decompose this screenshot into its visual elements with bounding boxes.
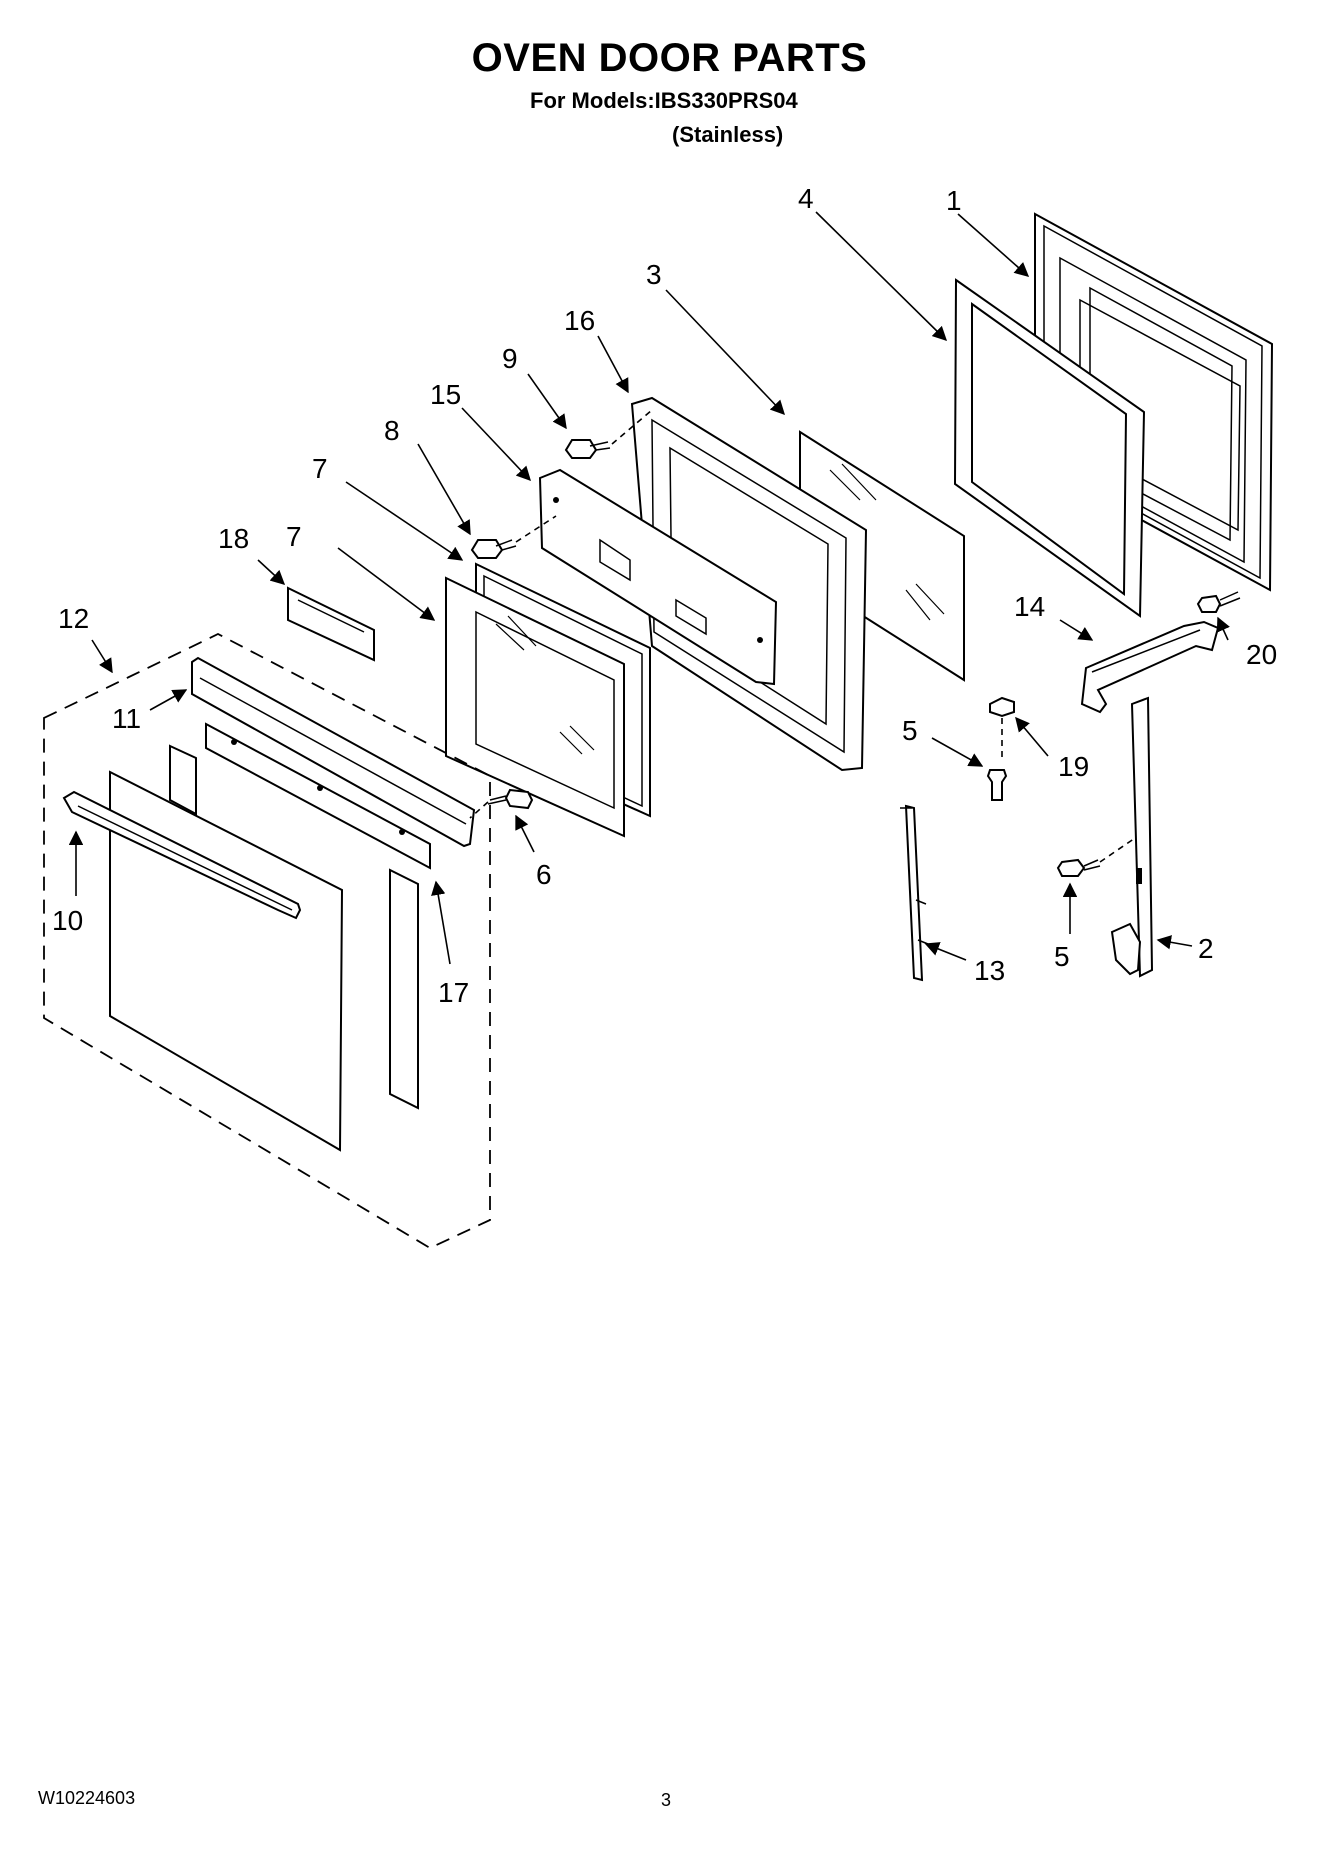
outer-door-glass <box>109 770 344 1152</box>
callout-16: 16 <box>564 305 595 336</box>
models-line: For Models:IBS330PRS04 <box>530 88 798 113</box>
part-18-bracket <box>287 586 375 662</box>
part-12-door-assembly-outline <box>43 632 491 1250</box>
part-5-screw-lower <box>1056 835 1139 877</box>
callout-7-lower: 7 <box>286 521 302 552</box>
part-20-screw <box>1196 591 1241 613</box>
callout-17: 17 <box>438 977 469 1008</box>
callout-4: 4 <box>798 183 814 214</box>
callout-9: 9 <box>502 343 518 374</box>
callout-8: 8 <box>384 415 400 446</box>
part-6-screw <box>469 788 534 819</box>
finish-line: (Stainless) <box>672 122 784 147</box>
callout-14: 14 <box>1014 591 1045 622</box>
part-19-clip <box>989 696 1015 762</box>
part-13-hinge-receiver <box>900 804 929 982</box>
part-14-hinge-bracket <box>1080 620 1220 714</box>
part-11-top-trim <box>191 656 476 848</box>
page-number: 3 <box>661 1790 672 1810</box>
page-title: OVEN DOOR PARTS <box>471 36 868 80</box>
callout-12: 12 <box>58 603 89 634</box>
callout-1: 1 <box>946 185 962 216</box>
callout-20: 20 <box>1246 639 1277 670</box>
callout-18: 18 <box>218 523 249 554</box>
callout-2: 2 <box>1198 933 1214 964</box>
part-9-screw <box>564 409 653 459</box>
part-7-glass-panel-front <box>445 576 625 838</box>
part-17-vent-strip <box>169 722 431 1110</box>
callout-10: 10 <box>52 905 83 936</box>
callout-6: 6 <box>536 859 552 890</box>
callout-15: 15 <box>430 379 461 410</box>
callout-labels: 1 4 3 16 9 15 8 7 18 7 12 11 6 17 10 14 … <box>52 183 1277 1008</box>
part-2-hinge <box>1110 696 1154 978</box>
callout-3: 3 <box>646 259 662 290</box>
leader-lines <box>68 211 1230 965</box>
part-8-screw <box>470 515 557 559</box>
document-code: W10224603 <box>38 1788 136 1808</box>
callout-7-upper: 7 <box>312 453 328 484</box>
callout-11: 11 <box>112 703 141 734</box>
part-5-screw-upper <box>986 769 1008 801</box>
part-10-door-handle <box>62 790 302 920</box>
callout-5-lower: 5 <box>1054 941 1070 972</box>
callout-13: 13 <box>974 955 1005 986</box>
callout-5-upper: 5 <box>902 715 918 746</box>
callout-19: 19 <box>1058 751 1089 782</box>
part-4-door-frame <box>953 278 1146 618</box>
part-15-shield-plate <box>538 468 778 686</box>
